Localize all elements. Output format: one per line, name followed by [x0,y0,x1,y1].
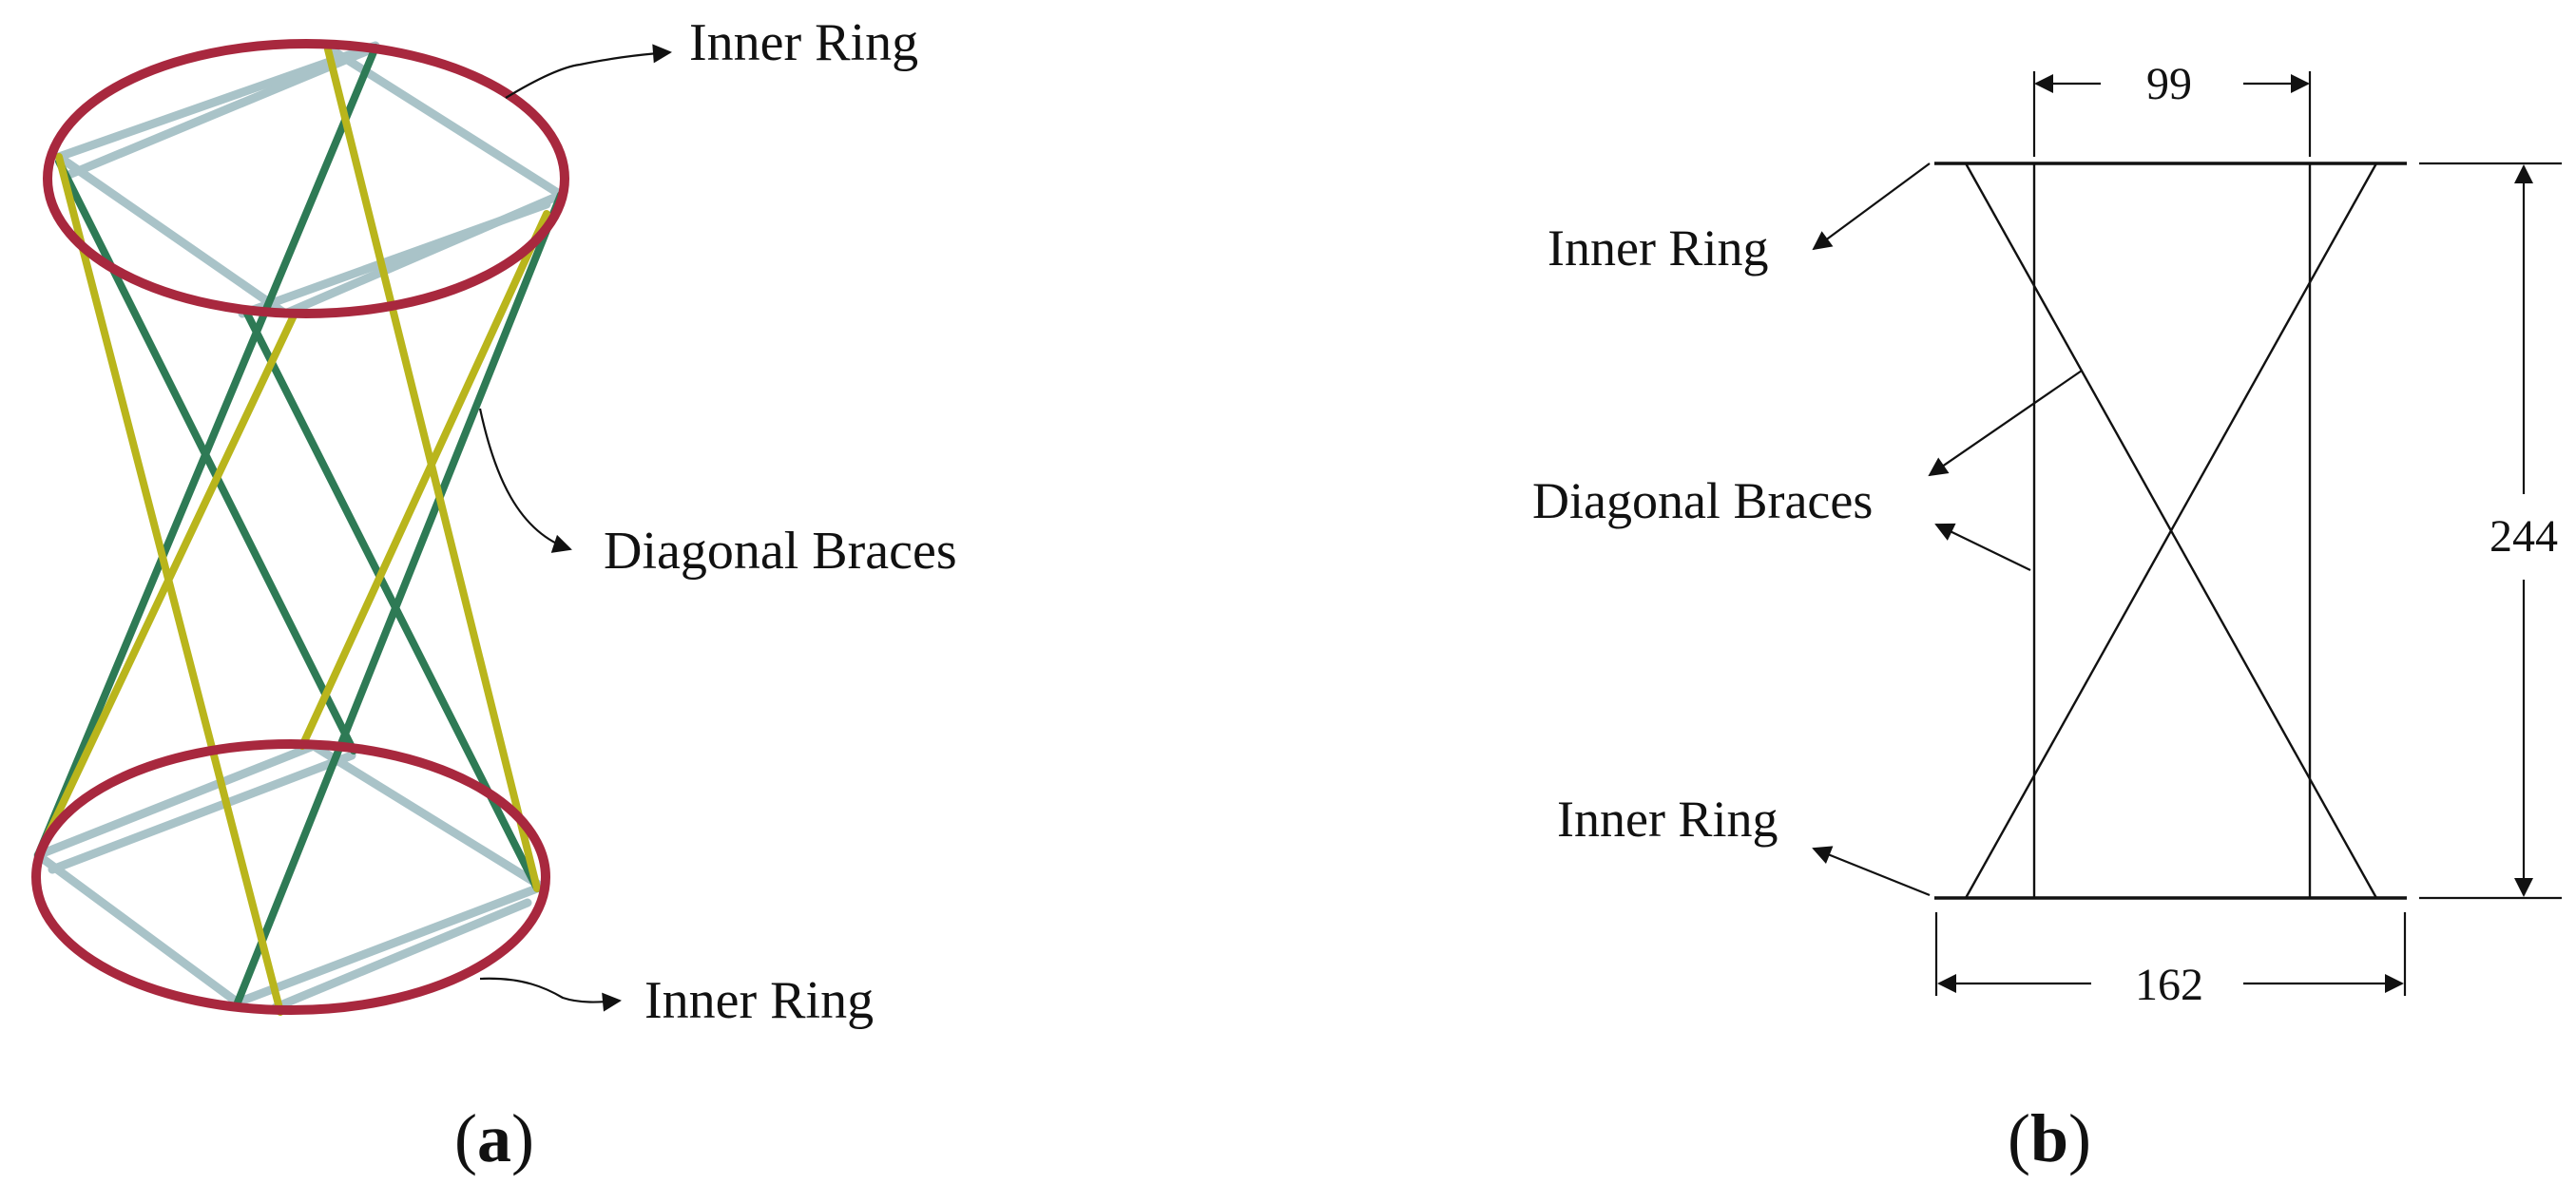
caption-b: (b) [2008,1100,2091,1176]
leader-braces-2 [1934,523,2031,571]
inner-ring-top-3d [43,39,569,318]
leader-bottom-ring [1812,846,1931,897]
dim-bottom-width: 162 [2135,960,2203,1010]
leader-braces-1 [1928,370,2083,477]
panel-b: 99 244 162 Inner Ring Diagonal Braces In… [1532,59,2562,1176]
top-bar [54,41,380,162]
brace-yellow [298,210,550,750]
top-bar [62,43,380,181]
bottom-bar [33,741,318,860]
brace-yellow [39,310,298,850]
pointer-braces [478,408,572,553]
bottom-bar [233,884,542,1007]
label-inner-ring-bottom-b: Inner Ring [1557,791,1778,848]
bottom-bar [309,741,542,888]
label-inner-ring-top-b: Inner Ring [1548,220,1768,277]
pointer-bottom-ring [479,977,622,1012]
dim-height: 244 [2489,511,2558,562]
top-bar [54,152,290,318]
label-inner-ring-top-a: Inner Ring [689,13,918,72]
top-bar [238,200,551,318]
caption-a: (a) [454,1100,534,1176]
label-inner-ring-bottom-a: Inner Ring [644,971,874,1030]
bottom-bar [271,898,532,1012]
panel-a: Inner Ring Diagonal Braces Inner Ring (a… [31,13,957,1176]
diagonal-brace-2 [1964,162,2378,899]
inner-ring-bottom-3d [31,739,550,1015]
leader-top-ring [1812,162,1931,251]
top-cross-bars [54,41,566,318]
bottom-bar [33,850,242,1007]
brace-green [34,44,379,859]
brace-green [234,191,565,1006]
pointer-top-ring [505,44,672,99]
label-diagonal-braces-b: Diagonal Braces [1532,472,1873,529]
dim-top-width: 99 [2146,59,2192,109]
bottom-bar [48,751,356,874]
bottom-cross-bars [33,741,542,1012]
label-diagonal-braces-a: Diagonal Braces [604,522,957,581]
